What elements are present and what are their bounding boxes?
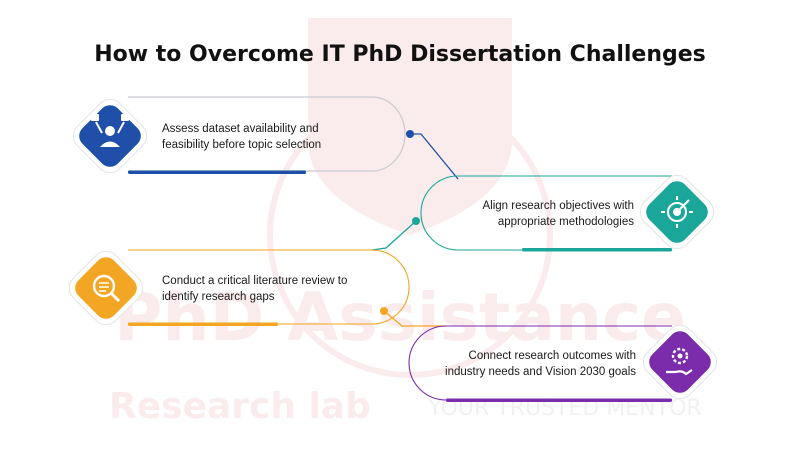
- step-4-text: Connect research outcomes with industry …: [445, 348, 636, 380]
- step-1-text: Assess dataset availability and feasibil…: [162, 121, 321, 153]
- step-2-line-2: appropriate methodologies: [497, 216, 634, 228]
- page-title: How to Overcome IT PhD Dissertation Chal…: [94, 42, 706, 67]
- step-3-text: Conduct a critical literature review to …: [162, 273, 347, 305]
- step-2-card: [371, 175, 672, 252]
- step-4-line-2: industry needs and Vision 2030 goals: [445, 366, 636, 378]
- step-1-line-2: feasibility before topic selection: [162, 139, 322, 151]
- step-4-line-1: Connect research outcomes with: [468, 350, 636, 362]
- hand-gear-icon: [642, 324, 718, 400]
- step-2-text: Align research objectives with appropria…: [483, 198, 635, 230]
- step-1-line-1: Assess dataset availability and: [162, 123, 319, 135]
- step-3-card: [128, 249, 446, 327]
- step-3-line-1: Conduct a critical literature review to: [162, 275, 348, 287]
- target-goal-icon: [639, 174, 715, 250]
- step-1-card: [128, 96, 459, 180]
- step-4-card: [408, 325, 672, 402]
- step-2-line-1: Align research objectives with: [482, 200, 635, 212]
- people-choice-icon: [72, 98, 148, 174]
- step-3-line-2: identify research gaps: [162, 291, 275, 303]
- document-search-icon: [68, 250, 144, 326]
